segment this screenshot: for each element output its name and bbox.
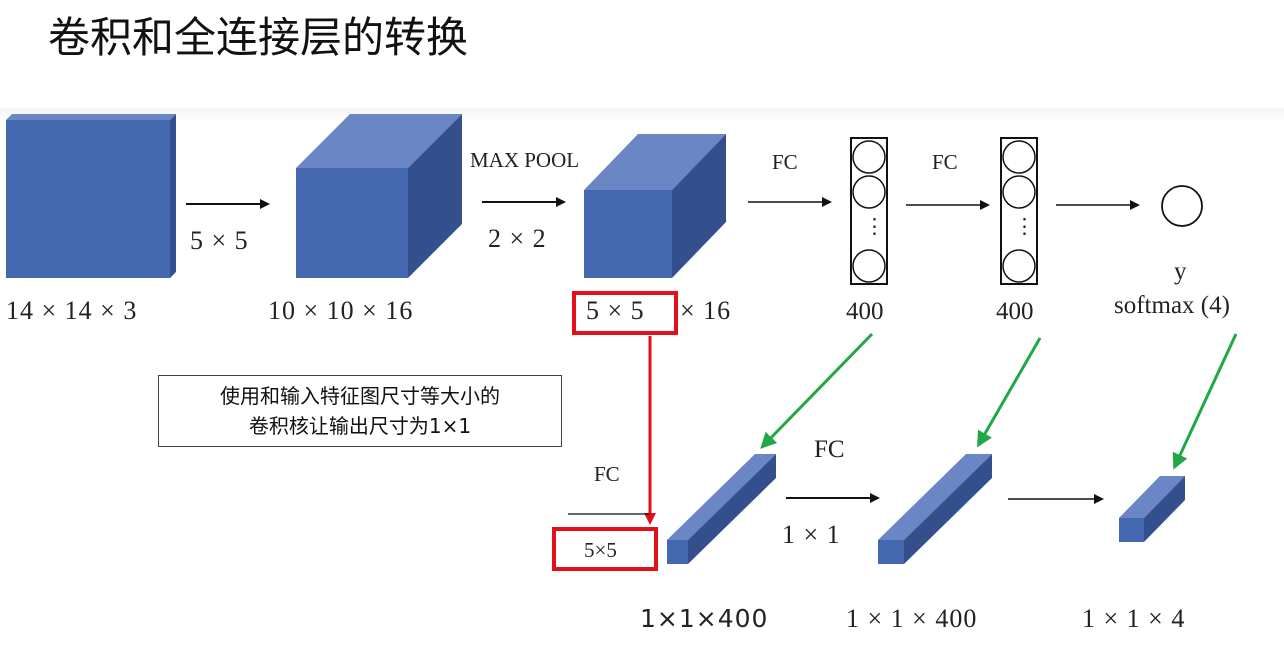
bottom-dim-1: 1×1×400 [640,604,769,633]
bottom-dim-2: 1 × 1 × 400 [846,604,978,633]
input-dim-label: 14 × 14 × 3 [6,296,138,325]
bar-1x1x400-b [878,454,992,564]
green-arrow-output [1172,333,1238,470]
max-pool-label: MAX POOL [470,148,580,172]
pool-out-dim-rest: × 16 [680,296,732,325]
pool-out-dim-highlight: 5 × 5 [586,296,645,325]
fc1-size-label: 400 [846,298,884,325]
note-line-1: 使用和输入特征图尺寸等大小的 [220,384,500,408]
output-name-label: y [1174,258,1187,285]
bottom-dim-3: 1 × 1 × 4 [1082,604,1186,633]
bottom-kernel-highlight: 5×5 [584,538,617,562]
fc2-neuron-column [1000,137,1038,285]
note-line-2: 卷积核让输出尺寸为1×1 [248,414,472,438]
pool-output-volume [584,134,726,278]
bottom-kernel-mid: 1 × 1 [782,520,841,549]
fc2-dots: ⋮ [1014,214,1035,238]
header-band [0,108,1284,122]
highlight-box-bottom-5x5 [552,527,658,571]
fc1-dots: ⋮ [864,214,885,238]
bar-1x1x400-a [667,454,776,564]
annotation-note: 使用和输入特征图尺寸等大小的 卷积核让输出尺寸为1×1 [158,375,562,447]
green-arrow-fc1 [760,332,874,449]
conv-out-dim-label: 10 × 10 × 16 [268,296,414,325]
slide-title: 卷积和全连接层的转换 [48,13,469,62]
bottom-fc-label-left: FC [594,462,620,486]
green-arrow-fc2 [977,337,1042,448]
output-activation-label: softmax (4) [1114,292,1230,319]
highlight-box-5x5 [572,291,678,335]
pool-kernel-label: 2 × 2 [488,224,547,253]
fc2-size-label: 400 [996,298,1034,325]
fc1-label: FC [772,150,798,174]
bottom-fc-label-mid: FC [814,436,845,463]
fc1-neuron-column [850,137,888,285]
output-neuron [1161,185,1203,227]
input-volume [6,114,176,278]
conv-kernel-label: 5 × 5 [190,226,249,255]
bar-1x1x4 [1119,476,1185,542]
conv-output-volume [296,114,462,278]
fc2-label: FC [932,150,958,174]
